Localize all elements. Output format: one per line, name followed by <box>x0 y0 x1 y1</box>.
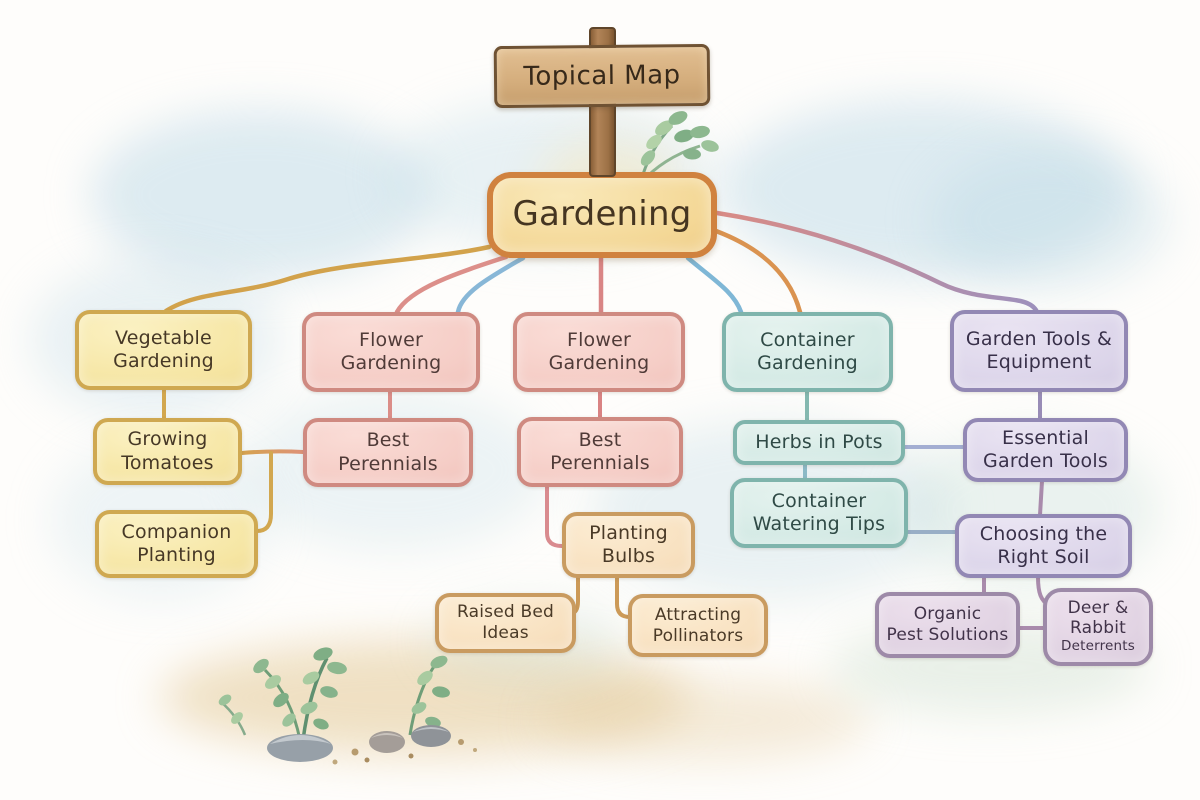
watercolor-wash <box>930 150 1170 290</box>
node-gardening: Gardening <box>487 172 717 258</box>
edge-root-flower1-alt <box>455 255 526 315</box>
node-best-perennials-1: Best Perennials <box>303 418 473 487</box>
node-companion-planting: Companion Planting <box>95 510 258 578</box>
node-label: Flower Gardening <box>340 328 442 374</box>
edge-root-vegetable <box>163 244 492 314</box>
edge-best2-bulbs <box>545 484 564 548</box>
sand-wash <box>160 640 690 755</box>
sign-title: Topical Map <box>523 60 681 92</box>
node-label: Herbs in Pots <box>755 430 883 453</box>
node-label: Best Perennials <box>550 428 650 474</box>
edge-root-container-orange <box>713 228 803 315</box>
node-label: Best Perennials <box>338 429 438 475</box>
node-garden-tools-equipment: Garden Tools & Equipment <box>950 310 1128 392</box>
node-label: Gardening <box>512 194 692 235</box>
node-label: Vegetable Gardening <box>113 326 214 372</box>
node-deer-rabbit-deterrents: Deer & Rabbit Deterrents <box>1043 588 1153 666</box>
node-label: Growing Tomatoes <box>121 428 214 474</box>
node-container-watering-tips: Container Watering Tips <box>730 478 908 548</box>
node-label: Flower Gardening <box>548 328 650 374</box>
watercolor-wash <box>720 100 1130 280</box>
node-label: Companion Planting <box>121 520 232 566</box>
node-container-gardening: Container Gardening <box>722 312 893 392</box>
node-label: Planting Bulbs <box>589 521 668 567</box>
edge-tomatoes-companion <box>255 451 273 533</box>
node-label: Container Gardening <box>757 328 858 374</box>
edge-tomatoes-best1 <box>240 449 305 455</box>
edge-root-container-blue <box>685 255 744 315</box>
node-label: Garden Tools & Equipment <box>965 327 1113 373</box>
node-organic-pest-solutions: Organic Pest Solutions <box>875 592 1020 658</box>
node-label: Essential Garden Tools <box>983 426 1108 472</box>
node-vegetable-gardening: Vegetable Gardening <box>75 310 252 390</box>
edge-essential-choosing <box>1038 479 1044 517</box>
watercolor-wash <box>90 110 430 280</box>
node-label: Organic Pest Solutions <box>886 604 1009 645</box>
sign-board: Topical Map <box>493 43 711 109</box>
node-sublabel: Deterrents <box>1060 638 1136 655</box>
node-growing-tomatoes: Growing Tomatoes <box>93 418 242 485</box>
node-flower-gardening-2: Flower Gardening <box>513 312 685 392</box>
node-attracting-pollinators: Attracting Pollinators <box>628 594 768 657</box>
node-raised-bed-ideas: Raised Bed Ideas <box>435 593 576 653</box>
node-choosing-right-soil: Choosing the Right Soil <box>955 514 1132 578</box>
node-label: Attracting Pollinators <box>652 604 744 646</box>
edge-root-flower1 <box>394 254 509 315</box>
sand-wash <box>540 680 870 760</box>
edge-root-tools <box>714 210 1040 315</box>
node-flower-gardening-1: Flower Gardening <box>302 312 480 392</box>
node-herbs-in-pots: Herbs in Pots <box>733 420 905 465</box>
node-best-perennials-2: Best Perennials <box>517 417 683 487</box>
node-planting-bulbs: Planting Bulbs <box>562 512 695 578</box>
node-label: Raised Bed Ideas <box>456 602 554 643</box>
node-label: Deer & Rabbit <box>1067 598 1129 638</box>
node-essential-garden-tools: Essential Garden Tools <box>963 418 1128 482</box>
node-label: Container Watering Tips <box>752 489 886 535</box>
node-label: Choosing the Right Soil <box>979 522 1108 568</box>
